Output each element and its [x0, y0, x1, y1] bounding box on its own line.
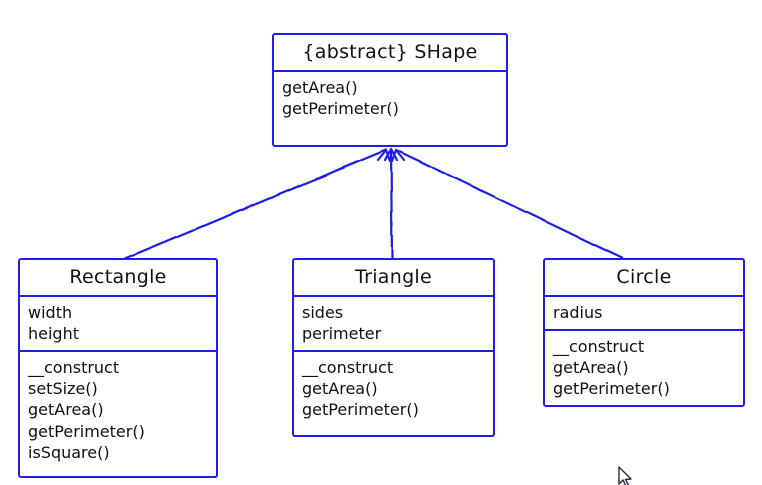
member-width: width	[28, 303, 73, 322]
edge-triangle-to-shape	[389, 148, 394, 260]
class-title-circle: Circle	[545, 260, 743, 297]
class-attributes-rectangle: width height	[20, 297, 216, 353]
member-getarea: getArea()	[28, 400, 104, 420]
member-setsize: setSize()	[28, 379, 98, 399]
member-getperimeter: getPerimeter()	[302, 400, 419, 420]
mouse-cursor-icon	[618, 466, 632, 485]
member-construct: __construct	[28, 358, 120, 378]
arrowhead-triangle	[383, 147, 399, 162]
class-methods-shape: getArea() getPerimeter()	[274, 72, 506, 125]
member-construct: __construct	[553, 337, 645, 357]
class-title-rectangle: Rectangle	[20, 260, 216, 297]
class-methods-circle: __construct getArea() getPerimeter()	[545, 331, 743, 405]
member-getarea: getArea()	[302, 379, 378, 399]
class-box-circle[interactable]: Circle radius __construct getArea() getP…	[543, 258, 745, 407]
class-box-shape[interactable]: {abstract} SHape getArea() getPerimeter(…	[272, 33, 508, 147]
member-perimeter: perimeter	[302, 324, 382, 344]
member-getperimeter: getPerimeter()	[553, 379, 670, 399]
member-sides: sides	[302, 303, 344, 322]
class-title-triangle: Triangle	[294, 260, 493, 297]
arrowhead-circle	[390, 148, 406, 163]
member-getperimeter: getPerimeter()	[28, 421, 145, 441]
class-attributes-circle: radius	[545, 297, 743, 332]
class-attributes-triangle: sides perimeter	[294, 297, 493, 353]
member-getarea: getArea()	[282, 78, 358, 97]
member-construct: __construct	[302, 358, 394, 378]
arrowhead-rectangle	[376, 148, 392, 163]
member-getperimeter: getPerimeter()	[282, 99, 399, 119]
class-methods-rectangle: __construct setSize() getArea() getPerim…	[20, 352, 216, 469]
class-box-triangle[interactable]: Triangle sides perimeter __construct get…	[292, 258, 495, 437]
member-getarea: getArea()	[553, 358, 629, 378]
edge-rectangle-to-shape	[124, 148, 388, 260]
class-title-shape: {abstract} SHape	[274, 35, 506, 72]
member-issquare: isSquare()	[28, 442, 110, 462]
class-box-rectangle[interactable]: Rectangle width height __construct setSi…	[18, 258, 218, 478]
member-height: height	[28, 324, 79, 344]
edge-circle-to-shape	[394, 148, 624, 260]
member-radius: radius	[553, 303, 603, 322]
class-methods-triangle: __construct getArea() getPerimeter()	[294, 352, 493, 426]
